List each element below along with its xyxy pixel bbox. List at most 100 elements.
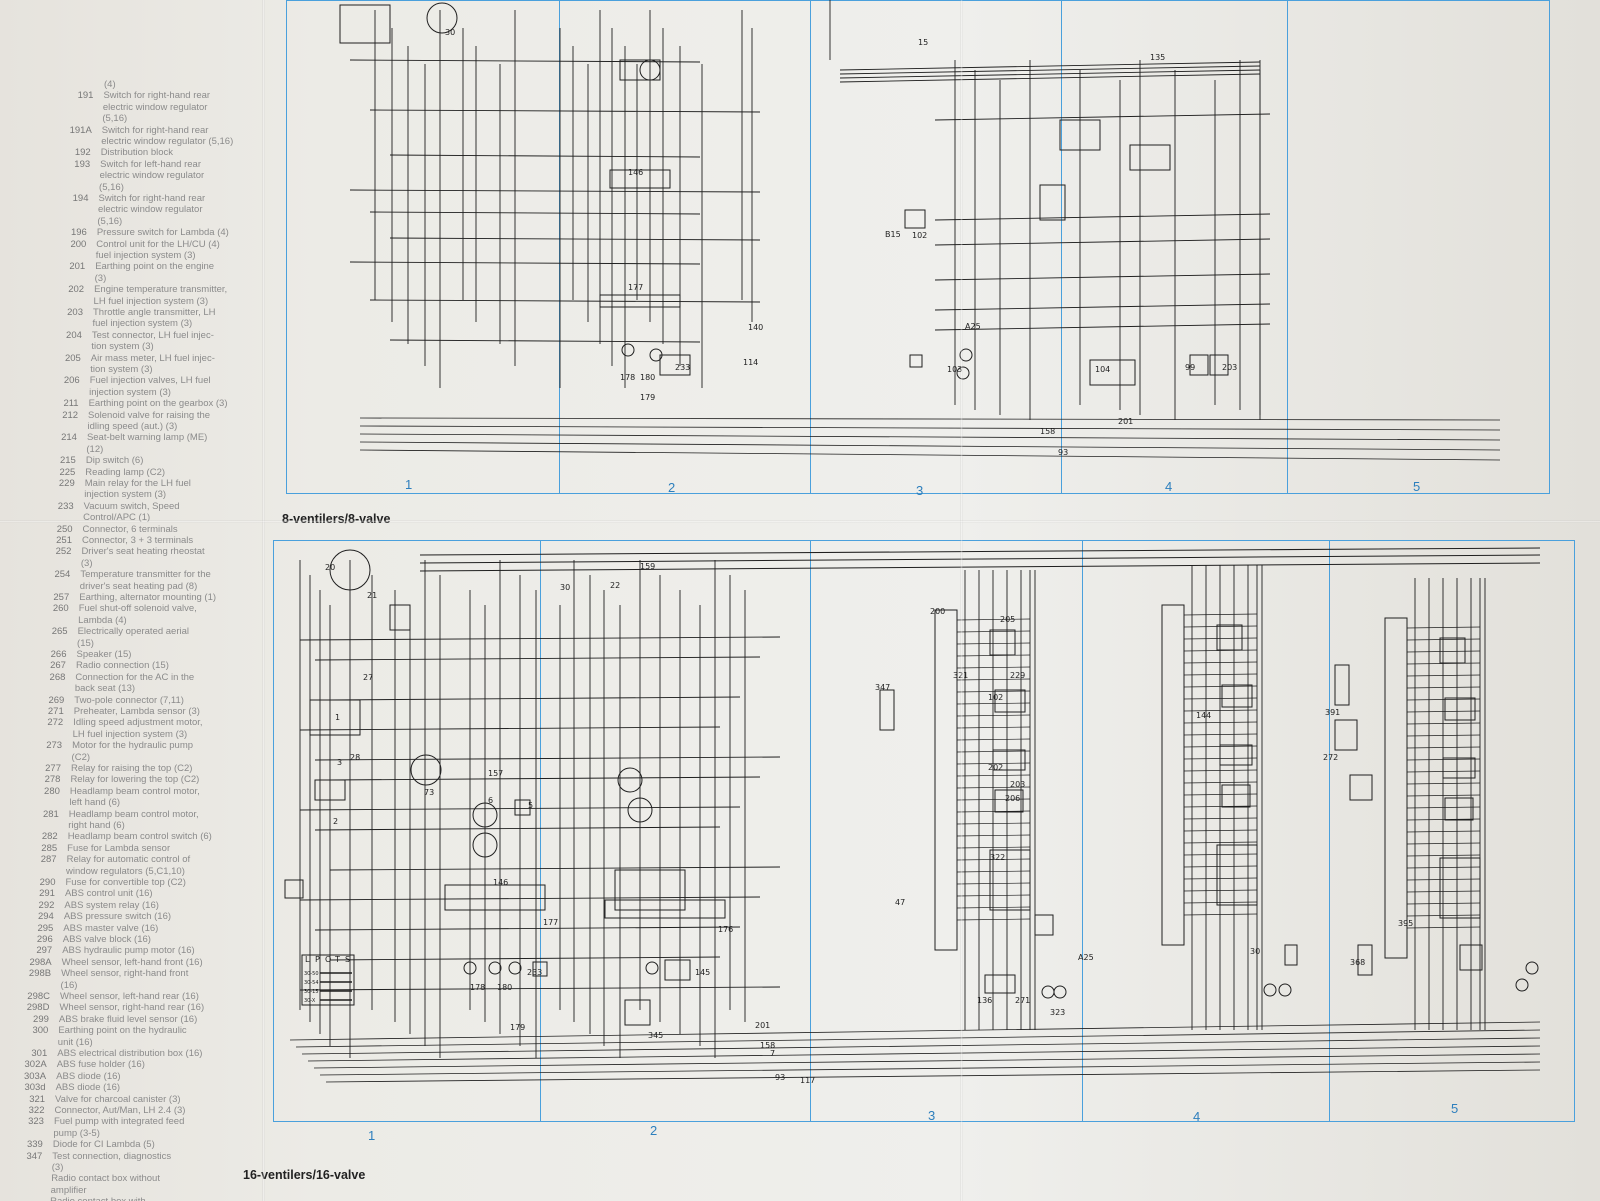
component-circle xyxy=(1041,985,1055,999)
legend-entry-text: Earthing, alternator mounting (1) xyxy=(79,592,217,603)
legend-entry-text: Electrically operated aerial xyxy=(77,626,190,638)
legend-entry: Lambda (4) xyxy=(32,616,127,626)
component-box xyxy=(389,604,411,631)
switch-table-header: O xyxy=(325,955,331,964)
component-label: 368 xyxy=(1350,958,1365,967)
legend-entry-text: Air mass meter, LH fuel injec- xyxy=(90,352,215,364)
switch-table-row: 30-50 xyxy=(304,971,319,977)
legend-entry-text: Headlamp beam control motor, xyxy=(68,808,199,820)
legend-entry: (3) xyxy=(6,1163,64,1173)
legend-entry-text: Main relay for the LH fuel xyxy=(84,478,191,489)
component-label: 345 xyxy=(648,1031,663,1040)
wire xyxy=(956,870,1031,873)
legend-entry-text: Switch for right-hand rear xyxy=(101,124,209,136)
legend-entry: electric window regulator (5,16) xyxy=(55,137,233,147)
component-circle xyxy=(329,549,371,591)
legend-entry-text: pump (3-5) xyxy=(53,1127,100,1139)
component-label: 176 xyxy=(718,925,733,934)
legend-entry-number: 287 xyxy=(40,854,57,866)
wire xyxy=(956,906,1031,909)
wire xyxy=(1183,625,1258,628)
bottom-column-number: 3 xyxy=(928,1108,936,1123)
component-circle xyxy=(627,797,653,823)
legend-entry: (3) xyxy=(49,274,107,284)
component-label: 203 xyxy=(1222,363,1237,372)
component-box xyxy=(994,689,1026,713)
wire xyxy=(1406,830,1481,833)
wire xyxy=(956,702,1031,705)
component-label: 146 xyxy=(493,878,508,887)
wire xyxy=(359,417,1501,421)
wire xyxy=(934,238,1271,246)
wire xyxy=(956,738,1031,741)
legend-entry-number: 271 xyxy=(47,706,64,717)
component-box xyxy=(989,629,1016,656)
legend-entry-text: (3) xyxy=(94,272,107,284)
wire xyxy=(299,896,761,901)
wire xyxy=(1406,926,1481,929)
component-label: 136 xyxy=(977,996,992,1005)
legend-entry: electric window regulator xyxy=(57,103,208,113)
bottom-column-number: 4 xyxy=(1193,1109,1201,1124)
legend-entry-text: Fuel shut-off solenoid valve, xyxy=(78,603,197,615)
wire xyxy=(1183,685,1258,688)
component-label: 180 xyxy=(640,373,655,382)
legend-entry-text: amplifier xyxy=(50,1184,87,1196)
legend-entry: fuel injection system (3) xyxy=(50,251,196,261)
switch-table-row: 30-54 xyxy=(304,980,319,986)
component-box xyxy=(904,209,926,229)
legend-entry-number: 303A xyxy=(23,1070,47,1082)
legend-entry-number: 300 xyxy=(32,1025,49,1037)
legend-entry-text: ABS system relay (16) xyxy=(64,899,159,911)
legend-entry-text: Engine temperature transmitter, xyxy=(94,284,228,296)
switch-table-row: 30-15 xyxy=(304,989,319,995)
legend-entry-text: idling speed (aut.) (3) xyxy=(87,421,178,432)
legend-entry-number: 211 xyxy=(63,398,79,410)
legend-entry-text: electric window regulator (5,16) xyxy=(101,136,234,147)
legend-entry-number: 302A xyxy=(24,1059,47,1071)
legend-entry: (C2) xyxy=(26,752,90,763)
legend-entry-number: 192 xyxy=(74,147,91,159)
component-label: 180 xyxy=(497,983,512,992)
column-divider xyxy=(1061,1,1063,493)
legend-entry-text: (16) xyxy=(60,979,78,991)
legend-entry: (4) xyxy=(58,80,116,90)
wire xyxy=(307,1045,1541,1062)
legend-entry-number: 191 xyxy=(77,90,94,102)
component-label: 158 xyxy=(760,1041,775,1050)
component-label: A25 xyxy=(965,322,981,331)
component-box xyxy=(1349,774,1373,801)
wire xyxy=(295,1029,1541,1048)
component-box xyxy=(992,749,1026,771)
component-box xyxy=(1089,359,1136,386)
legend-entry: Control/APC (1) xyxy=(37,513,150,523)
component-label: 395 xyxy=(1398,919,1413,928)
legend-entry-text: LH fuel injection system (3) xyxy=(72,728,188,740)
component-box xyxy=(1284,944,1298,966)
wire xyxy=(314,656,761,661)
wire xyxy=(1406,902,1481,905)
component-box xyxy=(1334,664,1350,706)
legend-entry-text: Two-pole connector (7,11) xyxy=(74,694,184,706)
legend-entry-number: 205 xyxy=(64,352,81,364)
component-label: 146 xyxy=(628,168,643,177)
legend-entry-number: 321 xyxy=(29,1093,46,1105)
component-circle xyxy=(488,961,502,975)
legend-entry: tion system (3) xyxy=(44,365,152,375)
